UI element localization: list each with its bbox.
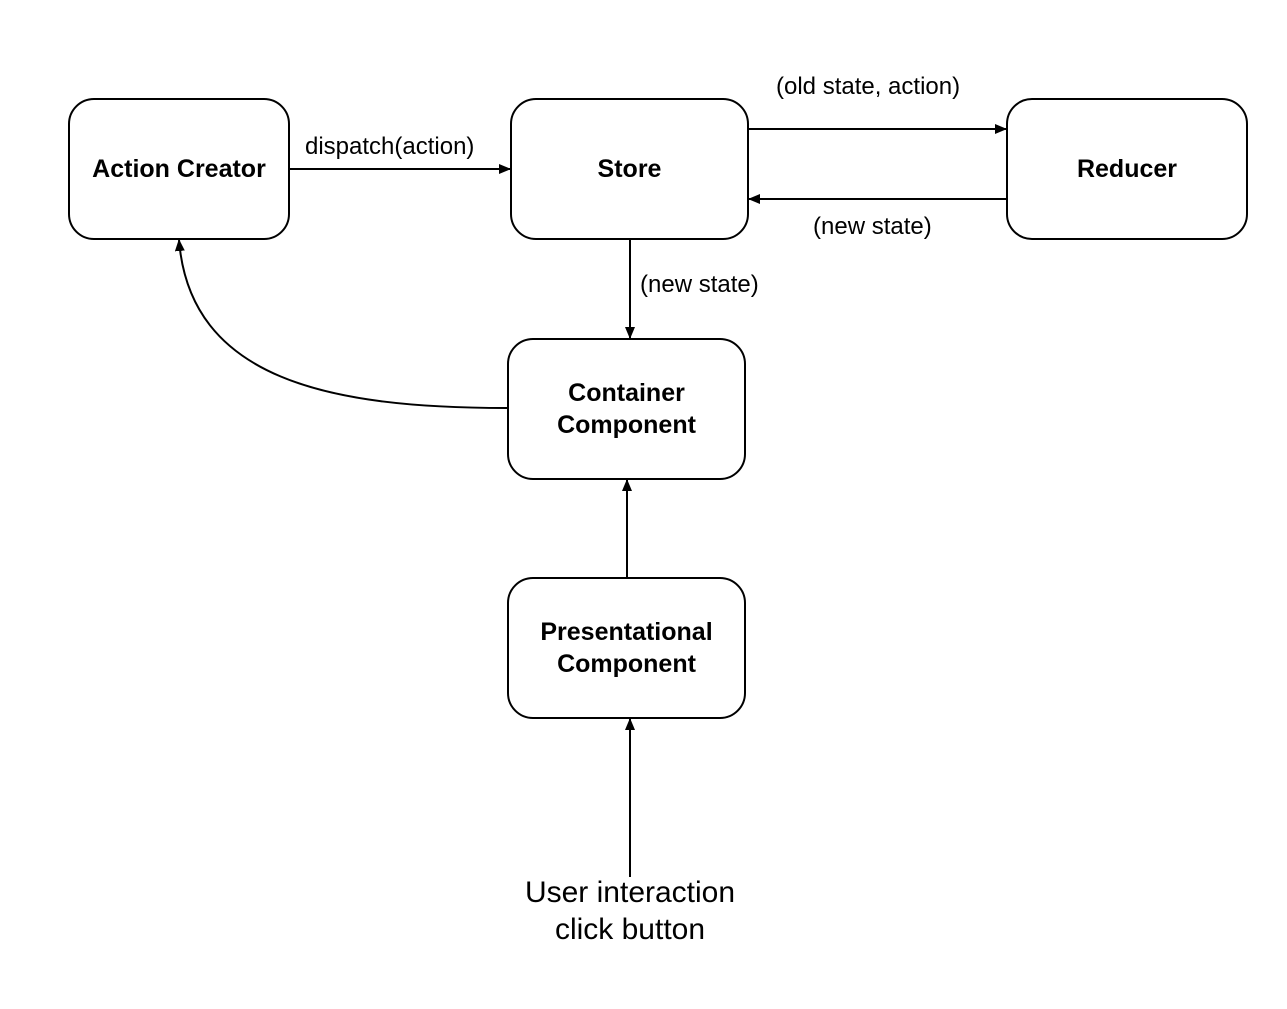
node-action-creator: Action Creator xyxy=(68,98,290,240)
node-container-component: Container Component xyxy=(507,338,746,480)
node-reducer-label: Reducer xyxy=(1076,155,1178,183)
node-store-label: Store xyxy=(597,155,662,183)
edge-label-old-state-action: (old state, action) xyxy=(776,73,961,100)
user-interaction-line2: click button xyxy=(554,913,706,946)
node-container-label-line2: Component xyxy=(557,411,696,439)
user-interaction-label: User interaction click button xyxy=(480,874,780,948)
edge-label-new-state-container: (new state) xyxy=(640,271,759,298)
user-interaction-line1: User interaction xyxy=(524,876,736,909)
edge-label-new-state-reducer: (new state) xyxy=(813,213,932,240)
node-container-label-line1: Container xyxy=(568,379,685,407)
node-action-creator-label: Action Creator xyxy=(92,155,266,183)
node-store: Store xyxy=(510,98,749,240)
edge-container-to-action-creator xyxy=(174,239,508,409)
node-presentational-component: Presentational Component xyxy=(507,577,746,719)
node-presentational-label-line2: Component xyxy=(557,650,696,678)
node-presentational-label-line1: Presentational xyxy=(540,618,713,646)
edge-label-dispatch: dispatch(action) xyxy=(305,133,475,160)
node-reducer: Reducer xyxy=(1006,98,1248,240)
